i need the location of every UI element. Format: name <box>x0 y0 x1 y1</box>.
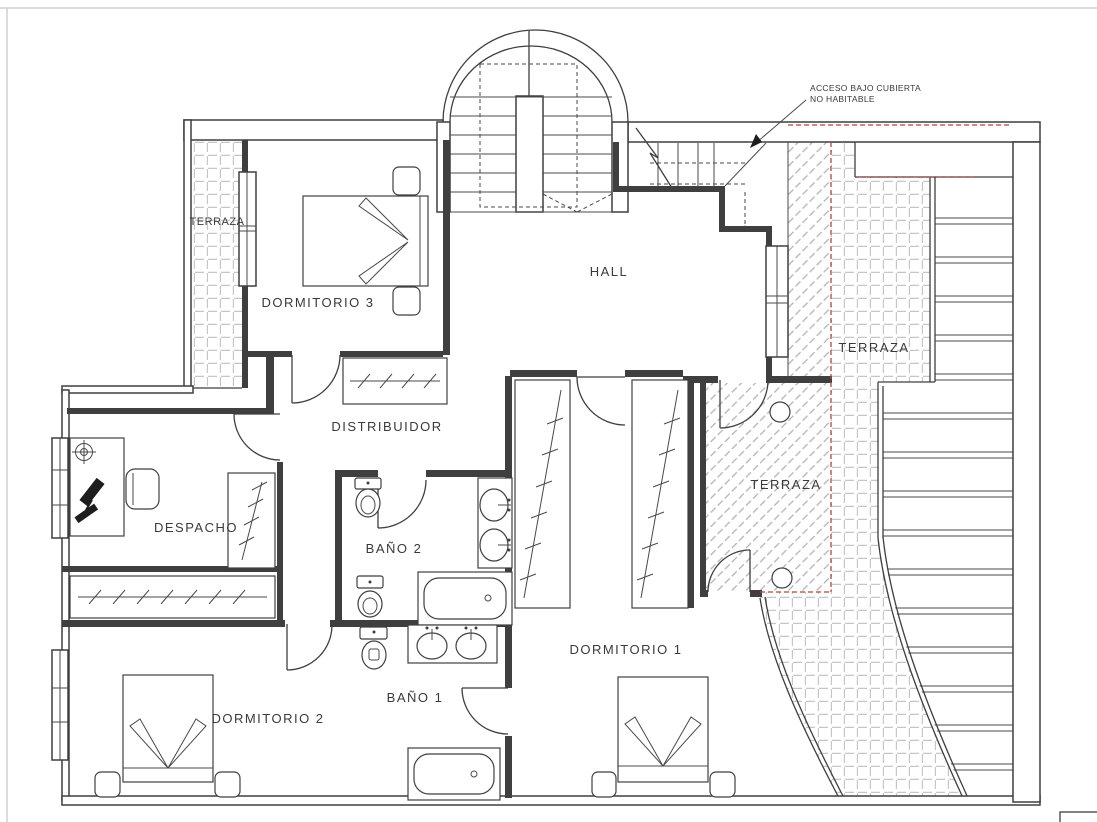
window-despacho <box>51 437 69 539</box>
room-label-despacho: DESPACHO <box>154 520 238 535</box>
main-staircase <box>436 29 629 213</box>
windows <box>51 171 789 761</box>
room-label-bano-1: BAÑO 1 <box>387 690 444 705</box>
wardrobe-distribuidor <box>342 357 448 405</box>
bathtub-icon <box>407 747 501 801</box>
arrow-head-icon <box>750 134 762 148</box>
door-dormitorio-2 <box>286 623 333 671</box>
room-label-hall: HALL <box>590 264 629 279</box>
window-hall <box>765 245 789 358</box>
bano2-fixtures <box>354 477 513 626</box>
annotation-line-2: NO HABITABLE <box>810 94 875 104</box>
room-label-terraza-mid: TERRAZA <box>750 477 821 492</box>
double-sink-icon <box>477 477 513 569</box>
bed-dormitorio-3 <box>302 166 429 316</box>
door-dorm1-terraza <box>707 549 751 593</box>
door-hall-terraza <box>719 379 769 429</box>
double-sink-icon <box>407 624 498 664</box>
wardrobe-dorm1-right <box>631 379 689 609</box>
room-labels: TERRAZA DORMITORIO 3 HALL DISTRIBUIDOR D… <box>154 216 909 726</box>
despacho-desk <box>69 437 160 537</box>
wardrobe-dorm1-left <box>514 379 571 609</box>
door-bano-2 <box>377 479 427 529</box>
page-border <box>0 7 1097 822</box>
roof-projection-lines <box>760 124 1010 593</box>
room-label-terraza-nw: TERRAZA <box>190 216 245 228</box>
room-label-distribuidor: DISTRIBUIDOR <box>331 419 442 434</box>
room-label-bano-2: BAÑO 2 <box>366 541 423 556</box>
bano1-fixtures <box>359 624 501 801</box>
title-block-corner <box>1059 811 1097 822</box>
door-dormitorio-1 <box>576 376 626 426</box>
toilet-icon <box>359 626 388 670</box>
room-label-dormitorio-2: DORMITORIO 2 <box>211 711 324 726</box>
bathtub-icon <box>417 571 513 626</box>
annotation-line-1: ACCESO BAJO CUBIERTA <box>810 83 921 93</box>
toilet-icon <box>354 477 382 518</box>
desk-chair <box>125 468 160 510</box>
closet-despacho <box>69 575 276 619</box>
wardrobe-despacho-side <box>227 472 276 569</box>
lamp-icon <box>72 440 96 464</box>
door-bano-1 <box>461 687 509 735</box>
computer-icon <box>74 477 105 524</box>
break-line-icon <box>635 127 673 189</box>
bed-dormitorio-2 <box>94 674 241 798</box>
room-label-dormitorio-1: DORMITORIO 1 <box>569 642 682 657</box>
outer-walls <box>61 119 1041 806</box>
doors <box>233 354 769 735</box>
door-despacho <box>233 413 281 461</box>
bed-dormitorio-1 <box>591 676 736 798</box>
terraza-east-tiles <box>760 142 963 798</box>
bidet-icon <box>356 575 384 618</box>
attic-access-stair <box>613 127 772 232</box>
room-label-dormitorio-3: DORMITORIO 3 <box>261 295 374 310</box>
wardrobes <box>69 357 689 619</box>
room-label-terraza-east: TERRAZA <box>838 340 909 355</box>
door-dormitorio-3 <box>291 354 341 404</box>
annotation-acceso: ACCESO BAJO CUBIERTA NO HABITABLE <box>750 83 921 148</box>
terraza-nw-tiles <box>190 140 242 389</box>
window-terraza-nw <box>238 171 257 287</box>
window-dormitorio-2 <box>51 649 69 761</box>
terraza-mid-columns <box>769 401 793 589</box>
